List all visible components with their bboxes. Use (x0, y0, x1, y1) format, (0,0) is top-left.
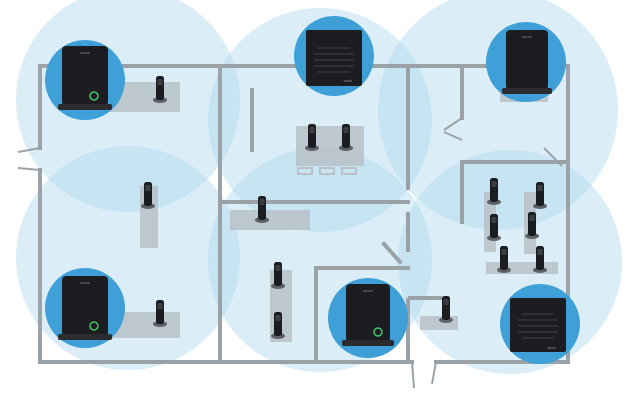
brand-logo: snom (363, 288, 373, 293)
dect-repeater-icon: snom (306, 30, 362, 86)
dect-base-station-icon: snom (342, 284, 394, 346)
dect-repeater-icon: snom (510, 298, 566, 352)
desk (296, 126, 364, 166)
door (17, 167, 41, 171)
door (543, 147, 563, 167)
door (443, 117, 463, 131)
brand-logo: snom (80, 280, 90, 285)
dect-base-station-icon: snom (58, 46, 112, 110)
door (443, 131, 463, 141)
door (411, 361, 415, 389)
brand-logo: snom (80, 50, 90, 55)
desk (230, 210, 310, 230)
brand-logo: snom (522, 34, 532, 39)
brand-logo: snom (343, 79, 352, 83)
desk (420, 316, 458, 330)
chairs (297, 167, 357, 175)
dect-base-station-icon: snom (502, 30, 552, 94)
dect-base-station-icon: snom (58, 276, 112, 340)
walls (38, 64, 570, 364)
doors (17, 117, 563, 389)
door (17, 147, 41, 153)
door (431, 361, 437, 385)
desk (486, 262, 558, 274)
brand-logo: snom (547, 346, 556, 350)
